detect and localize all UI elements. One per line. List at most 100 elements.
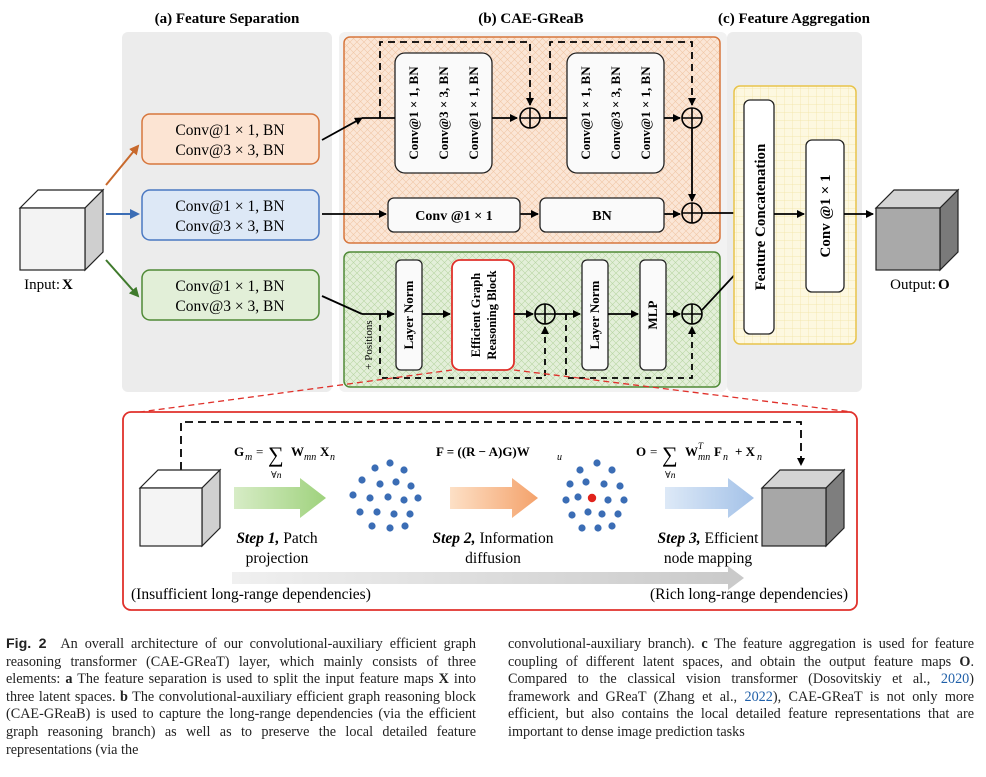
step-2-label-line-2: diffusion <box>465 550 521 567</box>
dependency-arrow <box>232 566 744 590</box>
detail-input-cube <box>138 468 222 548</box>
step-3-arrow <box>665 478 754 518</box>
node-cluster-2 <box>562 459 628 532</box>
layer-norm-1-block: Layer Norm <box>395 259 423 371</box>
step-3-label: Step 3, Efficient <box>658 530 760 547</box>
figure-caption-left: Fig. 2 An overall architecture of our co… <box>6 636 476 759</box>
stack-2-conv-2: Conv@3 × 3, BN <box>608 66 623 160</box>
caption-right-1: convolutional-auxiliary branch). <box>508 636 702 652</box>
arrow-input-to-branch-3 <box>105 259 140 298</box>
caption-right-2: The feature aggregation is used for feat… <box>508 636 974 670</box>
branch-2-line-1: Conv@1 × 1, BN <box>175 198 284 215</box>
input-label: Input: <box>24 277 60 293</box>
bn-label: BN <box>592 209 611 224</box>
sum-node-3 <box>681 202 703 224</box>
layer-norm-2-block: Layer Norm <box>581 259 609 371</box>
layer-norm-1-label: Layer Norm <box>401 280 416 349</box>
stack-1-conv-3: Conv@1 × 1, BN <box>466 66 481 160</box>
eq3-x-sub: n <box>757 452 762 463</box>
step-2-label: Step 2, Information <box>433 530 554 547</box>
eq2-main: F = ((R − A)G)W <box>436 444 530 459</box>
rich-dependencies-label: (Rich long-range dependencies) <box>650 586 848 603</box>
egr-block: Efficient Graph Reasoning Block <box>451 259 515 371</box>
dashed-residual <box>180 421 805 470</box>
branch-1-line-2: Conv@3 × 3, BN <box>175 142 284 159</box>
sum-node-1 <box>519 107 541 129</box>
branch-1-line-1: Conv@1 × 1, BN <box>175 122 284 139</box>
svg-text:∑: ∑ <box>662 442 678 467</box>
stack-2-conv-1: Conv@1 × 1, BN <box>578 66 593 160</box>
stack-1-conv-2: Conv@3 × 3, BN <box>436 66 451 160</box>
input-cube <box>18 188 105 272</box>
sum-node-5 <box>681 303 703 325</box>
conv-stack-1: Conv@1 × 1, BN Conv@3 × 3, BN Conv@1 × 1… <box>394 52 493 174</box>
step-3-label-line-2: node mapping <box>664 550 752 567</box>
step-1-label-line-2: projection <box>246 550 309 567</box>
section-title-cae-greab: (b) CAE-GReaB <box>478 11 583 27</box>
step-1-arrow <box>234 478 326 518</box>
detail-output-cube <box>760 468 846 548</box>
eq3-w: W <box>685 444 698 459</box>
output-cube <box>874 188 960 272</box>
positions-label: + Positions <box>363 320 375 369</box>
mlp-block: MLP <box>639 259 667 371</box>
step-1-label: Step 1, Patch <box>236 530 318 547</box>
branch-2-line-2: Conv@3 × 3, BN <box>175 218 284 235</box>
eq3-w-sup: T <box>698 441 704 451</box>
eq1-lhs: G <box>234 444 244 459</box>
graph-reasoning-panel <box>343 251 721 388</box>
figure-caption-right: convolutional-auxiliary branch). c The f… <box>508 636 974 742</box>
eq1-x: X <box>320 444 330 459</box>
arrow-branch-1-in <box>321 117 363 141</box>
zoom-line-right <box>513 369 853 413</box>
eq1-x-sub: n <box>330 452 335 463</box>
citation-link-2020[interactable]: 2020 <box>940 671 970 688</box>
caption-b: b <box>120 688 128 705</box>
eq3-x: + X <box>735 444 756 459</box>
equation-2: F = ((R − A)G)W u <box>436 444 562 463</box>
svg-text:∑: ∑ <box>268 442 284 467</box>
eq3-w-sub: mn <box>698 452 710 463</box>
citation-link-2022[interactable]: 2022 <box>744 688 773 705</box>
dashed-skip-3 <box>379 314 549 379</box>
caption-right-3: . Compared to the classical vision trans… <box>508 653 974 688</box>
conv-out-label: Conv @1 × 1 <box>818 175 834 258</box>
eq3-f: F <box>714 444 722 459</box>
caption-part-2: The feature separation is used to split … <box>72 671 439 688</box>
section-title-feature-separation: (a) Feature Separation <box>155 11 300 27</box>
bn-block: BN <box>539 197 665 233</box>
layer-norm-2-label: Layer Norm <box>587 280 602 349</box>
conv-stack-2: Conv@1 × 1, BN Conv@3 × 3, BN Conv@1 × 1… <box>566 52 665 174</box>
eq1-w: W <box>291 444 304 459</box>
figure-label: Fig. 2 <box>6 636 47 652</box>
egr-block-line-2: Reasoning Block <box>485 270 499 359</box>
architecture-diagram: (a) Feature Separation (b) CAE-GReaB (c)… <box>18 11 960 611</box>
dashed-skip-1 <box>379 41 534 118</box>
eq1-sub: m <box>245 452 252 463</box>
arrow-branch-3-in <box>321 295 363 315</box>
egr-detail-panel <box>122 411 858 611</box>
feature-concat-block: Feature Concatenation <box>743 99 775 335</box>
caption-part-4: The convolutional-auxiliary efficient gr… <box>6 688 476 758</box>
feature-concat-label: Feature Concatenation <box>753 143 769 290</box>
section-title-feature-aggregation: (c) Feature Aggregation <box>718 11 871 27</box>
dashed-skip-2 <box>549 41 696 118</box>
stack-1-conv-1: Conv@1 × 1, BN <box>406 66 421 160</box>
input-symbol: X <box>62 277 73 293</box>
caption-c: c <box>701 636 708 652</box>
eq3-sum-sub: ∀n <box>665 470 676 481</box>
output-label: Output: <box>890 277 936 293</box>
zoom-line-left <box>139 369 453 413</box>
caption-a: a <box>65 671 73 688</box>
sum-node-4 <box>534 303 556 325</box>
highlighted-node <box>587 493 597 503</box>
conv-out-block: Conv @1 × 1 <box>805 139 845 293</box>
caption-part-3: into three latent spaces. <box>6 671 476 705</box>
eq3-f-sub: n <box>723 452 728 463</box>
eq1-sum-sub: ∀n <box>271 470 282 481</box>
stack-2-conv-3: Conv@1 × 1, BN <box>638 66 653 160</box>
dashed-skip-4 <box>565 314 696 379</box>
equation-3: O = ∑ ∀n W T mn F n + X n <box>636 441 762 481</box>
branch-box-1: Conv@1 × 1, BN Conv@3 × 3, BN <box>141 113 320 165</box>
svg-text:=: = <box>256 444 263 459</box>
